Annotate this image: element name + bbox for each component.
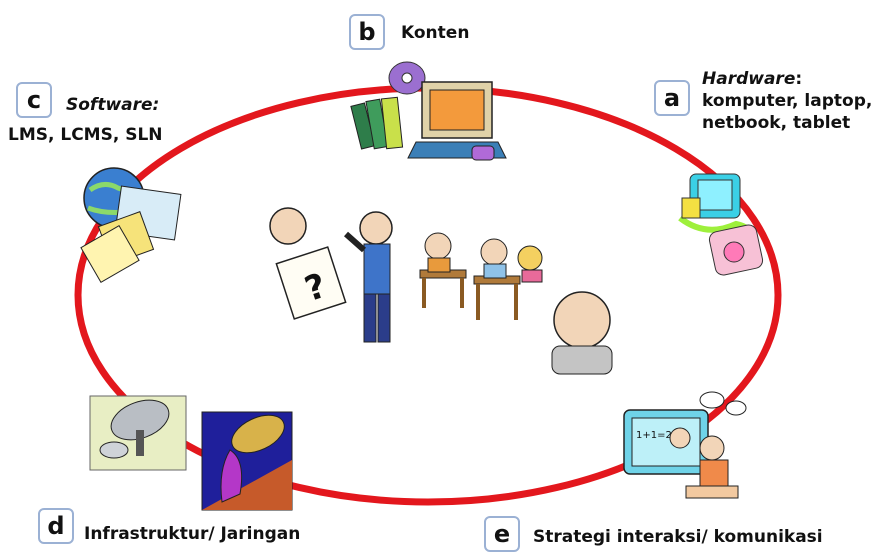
classroom-teacher-students-icon: ? [269,207,613,375]
node-d-label: Infrastruktur/ Jaringan [84,524,301,544]
node-d-letter-badge: d [38,508,74,544]
node-a-letter-badge: a [654,80,690,116]
node-a-title: Hardware [702,69,796,89]
node-c-title: Software: [66,95,160,115]
teacher-screen-student-icon: 1+1=2 [623,391,747,499]
node-c-letter-badge: c [16,82,52,118]
node-a-title-suffix: : [795,69,803,89]
node-e-letter-badge: e [484,516,520,552]
node-a-label: Hardware: komputer, laptop, netbook, tab… [702,68,872,134]
node-a-line-1: komputer, laptop, [702,91,873,111]
computer-devices-icon [678,173,764,276]
node-a-line-2: netbook, tablet [702,113,851,133]
node-e-label: Strategi interaksi/ komunikasi [533,527,823,547]
books-computer-cd-icon [350,61,507,161]
svg-text:1+1=2: 1+1=2 [636,430,672,441]
node-c-line-1: LMS, LCMS, SLN [8,125,163,145]
node-b-label: Konten [401,23,470,43]
globe-documents-icon [80,167,182,284]
node-c-label: Software: LMS, LCMS, SLN [8,94,163,146]
satellite-dish-icon [89,395,293,511]
node-b-letter-badge: b [349,14,385,50]
